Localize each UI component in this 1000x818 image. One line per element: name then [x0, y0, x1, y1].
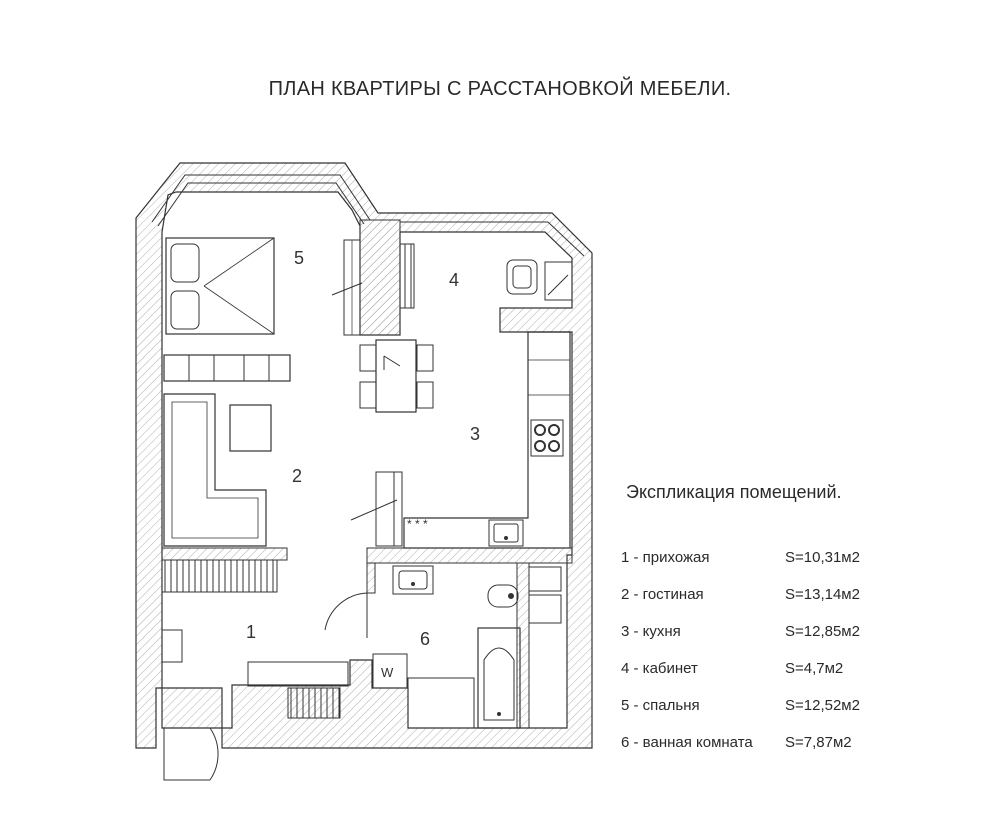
page-title: ПЛАН КВАРТИРЫ С РАССТАНОВКОЙ МЕБЕЛИ.	[268, 78, 732, 100]
legend-room-area: S=10,31м2	[785, 549, 860, 566]
legend-room-name: 4 - кабинет	[621, 660, 698, 677]
coffee-table	[229, 404, 272, 452]
bathroom-door	[324, 592, 368, 638]
bathtub	[477, 627, 521, 729]
shelf-row	[163, 354, 291, 382]
dining-table	[359, 339, 434, 413]
room-label-3: 3	[470, 424, 480, 444]
wall-bedroom-office	[359, 219, 401, 336]
legend-room-area: S=7,87м2	[785, 734, 852, 751]
room-label-4: 4	[449, 270, 459, 290]
legend-title: Экспликация помещений.	[626, 482, 842, 502]
hallway-bench	[161, 629, 183, 663]
washing-machine	[372, 653, 408, 689]
bath-cabinet	[407, 677, 475, 729]
wardrobe	[331, 239, 363, 336]
wall-bath	[516, 562, 530, 729]
bed	[165, 237, 275, 335]
toilet	[487, 566, 562, 624]
bay-window-office	[547, 221, 585, 257]
range-hood-marks: * * *	[407, 517, 428, 531]
cooktop	[530, 419, 564, 457]
tv-cabinet	[350, 471, 403, 547]
room-label-1: 1	[246, 622, 256, 642]
room-label-2: 2	[292, 466, 302, 486]
legend-room-name: 3 - кухня	[621, 623, 681, 640]
hallway-wardrobe	[247, 661, 349, 719]
legend-room-area: S=4,7м2	[785, 660, 844, 677]
entrance-door	[163, 727, 219, 781]
kitchen-sink	[488, 519, 524, 547]
legend-room-name: 6 - ванная комната	[621, 734, 753, 751]
legend-room-area: S=13,14м2	[785, 586, 860, 603]
kitchen-counter	[403, 331, 571, 549]
shoe-rack	[161, 559, 278, 593]
legend-room-name: 2 - гостиная	[621, 586, 704, 603]
corner-sofa	[163, 393, 267, 547]
room-label-5: 5	[294, 248, 304, 268]
legend-room-area: S=12,85м2	[785, 623, 860, 640]
legend-room-name: 1 - прихожая	[621, 549, 710, 566]
bay-window-bedroom	[151, 174, 371, 223]
bath-sink	[392, 565, 434, 595]
room-label-6: 6	[420, 629, 430, 649]
office-desk	[544, 261, 573, 301]
legend-room-area: S=12,52м2	[785, 697, 860, 714]
office-chair	[506, 259, 538, 295]
washing-machine-label: W	[381, 665, 394, 680]
legend-room-name: 5 - спальня	[621, 697, 700, 714]
wall-partition	[366, 547, 573, 564]
bookshelf	[399, 243, 415, 309]
